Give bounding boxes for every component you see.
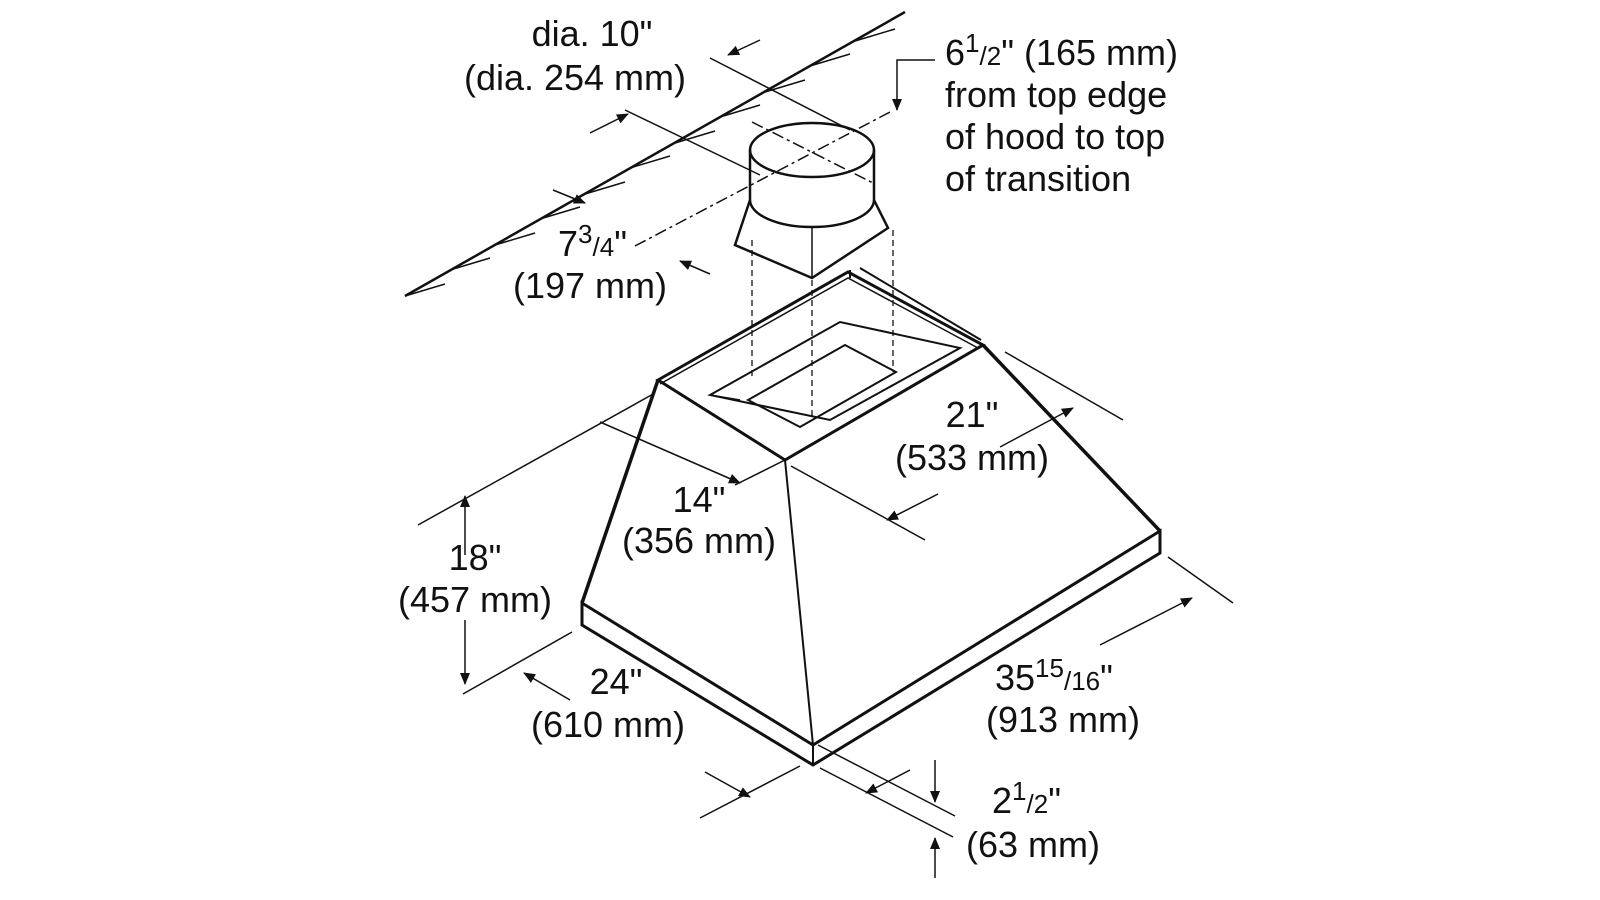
ceiling bbox=[404, 10, 906, 298]
duct-assembly bbox=[634, 111, 894, 420]
transition-offset-label: 61/2" (165 mm) from top edge of hood to … bbox=[945, 28, 1178, 199]
hood-opening-outer bbox=[707, 320, 963, 422]
height-imperial: 18" bbox=[449, 537, 502, 578]
hood bbox=[580, 267, 1162, 767]
top-width-metric: (356 mm) bbox=[622, 520, 776, 561]
width-metric: (913 mm) bbox=[986, 699, 1140, 740]
depth-label: 21" (533 mm) bbox=[895, 394, 1049, 478]
front-depth-label: 24" (610 mm) bbox=[531, 661, 685, 745]
duct-setback-label: 73/4" (197 mm) bbox=[513, 219, 667, 306]
projection-lines bbox=[751, 230, 894, 420]
hood-top-plate bbox=[655, 270, 987, 462]
width-label: 3515/16" (913 mm) bbox=[986, 653, 1140, 740]
front-depth-metric: (610 mm) bbox=[531, 704, 685, 745]
width-imperial: 3515/16" bbox=[995, 653, 1113, 698]
rim-height-imperial: 21/2" bbox=[992, 776, 1061, 821]
ceiling-hatching bbox=[404, 28, 896, 297]
dimension-lines bbox=[417, 39, 1234, 878]
transition-offset-line1: 61/2" (165 mm) bbox=[945, 28, 1178, 73]
transition-offset-line4: of transition bbox=[945, 158, 1131, 199]
top-width-label: 14" (356 mm) bbox=[622, 479, 776, 561]
rim-height-metric: (63 mm) bbox=[966, 824, 1100, 865]
transition-offset-line2: from top edge bbox=[945, 74, 1167, 115]
duct-diameter-label: dia. 10" (dia. 254 mm) bbox=[464, 13, 686, 98]
depth-imperial: 21" bbox=[946, 394, 999, 435]
hood-front-edge bbox=[784, 459, 814, 746]
transition-offset-line3: of hood to top bbox=[945, 116, 1165, 157]
top-width-imperial: 14" bbox=[673, 479, 726, 520]
hood-right-edge bbox=[981, 343, 1162, 533]
depth-metric: (533 mm) bbox=[895, 437, 1049, 478]
duct-diameter-metric: (dia. 254 mm) bbox=[464, 57, 686, 98]
duct-setback-imperial: 73/4" bbox=[558, 219, 627, 264]
hood-opening-inner bbox=[745, 343, 899, 429]
height-metric: (457 mm) bbox=[398, 579, 552, 620]
rim-height-label: 21/2" (63 mm) bbox=[966, 776, 1100, 865]
front-depth-imperial: 24" bbox=[590, 661, 643, 702]
height-label: 18" (457 mm) bbox=[398, 537, 552, 620]
hood-left-edge bbox=[580, 379, 660, 604]
duct-setback-metric: (197 mm) bbox=[513, 265, 667, 306]
duct-diameter-imperial: dia. 10" bbox=[532, 13, 653, 54]
hood-top-flange bbox=[849, 267, 982, 341]
